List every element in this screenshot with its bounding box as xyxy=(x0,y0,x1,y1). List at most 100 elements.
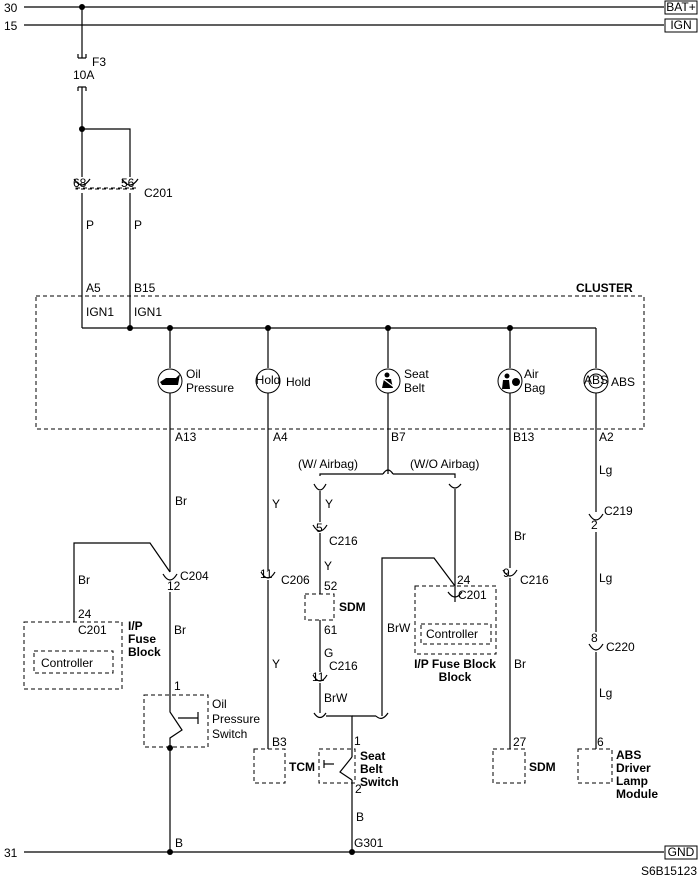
seat-belt-switch: 1 2 Seat Belt Switch B G301 xyxy=(318,720,399,855)
fuse-f3: F3 10A xyxy=(73,4,106,129)
wire-lg-1: Lg xyxy=(599,463,612,477)
ign1-label-a: IGN1 xyxy=(86,305,114,319)
c201-name-right: C201 xyxy=(458,588,487,602)
wire-lg-2: Lg xyxy=(599,571,612,585)
ign1-label-b: IGN1 xyxy=(134,305,162,319)
with-airbag-label: (W/ Airbag) xyxy=(298,457,358,471)
wire-y-hold-2: Y xyxy=(272,657,280,671)
c219-name: C219 xyxy=(604,504,633,518)
wire-p-right: P xyxy=(134,218,142,232)
ip-fuse-label-1: I/P xyxy=(128,619,143,633)
tcm-pin-b3: B3 xyxy=(272,735,287,749)
ip-fuse-block-left: 24 C201 Controller I/P Fuse Block xyxy=(23,607,161,690)
sdm-right-label: SDM xyxy=(529,760,556,774)
oil-lamp-label-2: Pressure xyxy=(186,381,234,395)
c219-pin-2: 2 xyxy=(591,518,598,532)
c204-pin-12: 12 xyxy=(167,579,181,593)
wire-b-left: B xyxy=(175,836,183,850)
c201-pin-68: 68 xyxy=(73,176,87,190)
abs-branch: Lg 2 C219 Lg 8 C220 Lg xyxy=(588,463,635,749)
c206-pin-11: 11 xyxy=(260,567,273,581)
belt-lamp-label-1: Seat xyxy=(404,367,429,381)
wire-brw-1: BrW xyxy=(324,691,348,705)
c216-pin-5: 5 xyxy=(316,521,323,535)
wire-br-airbag-2: Br xyxy=(514,657,526,671)
abs-icon: ABS xyxy=(584,373,608,387)
bat-rail: 30 BAT+ xyxy=(4,0,698,15)
c201-name-left: C201 xyxy=(78,623,107,637)
c216-pin-11: 11 xyxy=(312,670,325,684)
c220-pin-8: 8 xyxy=(591,631,598,645)
gnd-tag: GND xyxy=(668,845,695,859)
hold-lamp-pin: A4 xyxy=(273,430,288,444)
wire-g: G xyxy=(324,646,333,660)
ip-fuse-block-right: 24 C201 Controller I/P Fuse Block Block xyxy=(414,573,497,684)
airbag-lamp: Air Bag B13 xyxy=(497,367,545,568)
cluster-pin-a5: A5 xyxy=(86,281,101,295)
ign-rail: 15 IGN xyxy=(4,18,698,33)
c204-connector: 12 C204 Br Br Br xyxy=(73,494,209,690)
gnd-rail-number: 31 xyxy=(4,846,18,860)
wire-br-airbag-1: Br xyxy=(514,529,526,543)
wire-lg-3: Lg xyxy=(599,686,612,700)
airbag-option-branch: (W/ Airbag) (W/O Airbag) Y xyxy=(298,457,479,602)
oil-switch-pin: 1 xyxy=(174,679,181,693)
belt-lamp-label-2: Belt xyxy=(404,381,425,395)
oil-can-icon xyxy=(160,374,180,385)
c201-top-connector: 68 56 C201 P P xyxy=(73,176,173,328)
ign-tag: IGN xyxy=(670,18,691,32)
airbag-lamp-label-1: Air xyxy=(524,367,539,381)
airbag-icon xyxy=(504,373,510,379)
ip-fuse-label-2: Fuse xyxy=(128,632,156,646)
tcm-module: B3 TCM xyxy=(253,735,315,784)
c206-name: C206 xyxy=(281,573,310,587)
bat-rail-number: 30 xyxy=(4,1,18,15)
ip-fuse-controller-left: Controller xyxy=(41,656,93,670)
c220-name: C220 xyxy=(606,640,635,654)
oil-switch-label-3: Switch xyxy=(212,727,247,741)
cluster-label: CLUSTER xyxy=(576,281,633,295)
instrument-cluster: CLUSTER A5 B15 IGN1 IGN1 xyxy=(35,281,645,430)
wire-br-2: Br xyxy=(78,573,90,587)
c201-top-name: C201 xyxy=(144,186,173,200)
c216-name-airbag: C216 xyxy=(520,573,549,587)
c201-pin-56: 56 xyxy=(121,176,135,190)
abs-lamp-label: ABS xyxy=(611,375,635,389)
abs-driver-lamp-module: 6 ABS Driver Lamp Module xyxy=(577,735,658,801)
wire-y-1: Y xyxy=(325,497,333,511)
hold-icon: Hold xyxy=(256,373,281,387)
ip-fuse-block-label-right: I/P Fuse Block xyxy=(414,657,496,671)
c216-connector-b: 11 C216 BrW xyxy=(312,659,358,713)
c216-pin-9: 9 xyxy=(503,566,510,580)
abs-lamp: ABS ABS A2 xyxy=(583,368,635,512)
oil-switch-label-1: Oil xyxy=(212,697,227,711)
wire-y-hold-1: Y xyxy=(272,497,280,511)
oil-pressure-switch: 1 Oil Pressure Switch B xyxy=(143,679,260,855)
wire-b-right: B xyxy=(356,810,364,824)
ground-g301: G301 xyxy=(354,836,384,850)
diagram-id: S6B15123 xyxy=(641,864,697,878)
hold-lamp-label: Hold xyxy=(286,375,311,389)
ip-fuse-block-label-right-2: Block xyxy=(439,670,472,684)
sdm-right-pin-27: 27 xyxy=(513,735,527,749)
seat-belt-icon xyxy=(384,372,390,378)
sdm-module-right: 27 SDM xyxy=(492,735,556,784)
wire-y-2: Y xyxy=(324,559,332,573)
belt-switch-pin-2: 2 xyxy=(355,782,362,796)
c216-name-b: C216 xyxy=(329,659,358,673)
c216-connector-airbag: Br 9 C216 Br xyxy=(502,529,549,749)
ign-rail-number: 15 xyxy=(4,19,18,33)
wire-br-3: Br xyxy=(174,623,186,637)
sdm-pin-61: 61 xyxy=(324,623,338,637)
c206-connector: 11 C206 Y Y xyxy=(260,497,310,749)
oil-switch-label-2: Pressure xyxy=(212,712,260,726)
abs-module-label-4: Module xyxy=(616,787,658,801)
belt-lamp-pin: B7 xyxy=(391,430,406,444)
oil-lamp-label-1: Oil xyxy=(186,367,201,381)
sdm-pin-52: 52 xyxy=(324,579,338,593)
oil-lamp-pin: A13 xyxy=(175,430,197,444)
belt-switch-pin-1: 1 xyxy=(354,734,361,748)
c204-name: C204 xyxy=(180,569,209,583)
seat-belt-lamp: Seat Belt B7 xyxy=(375,367,429,474)
